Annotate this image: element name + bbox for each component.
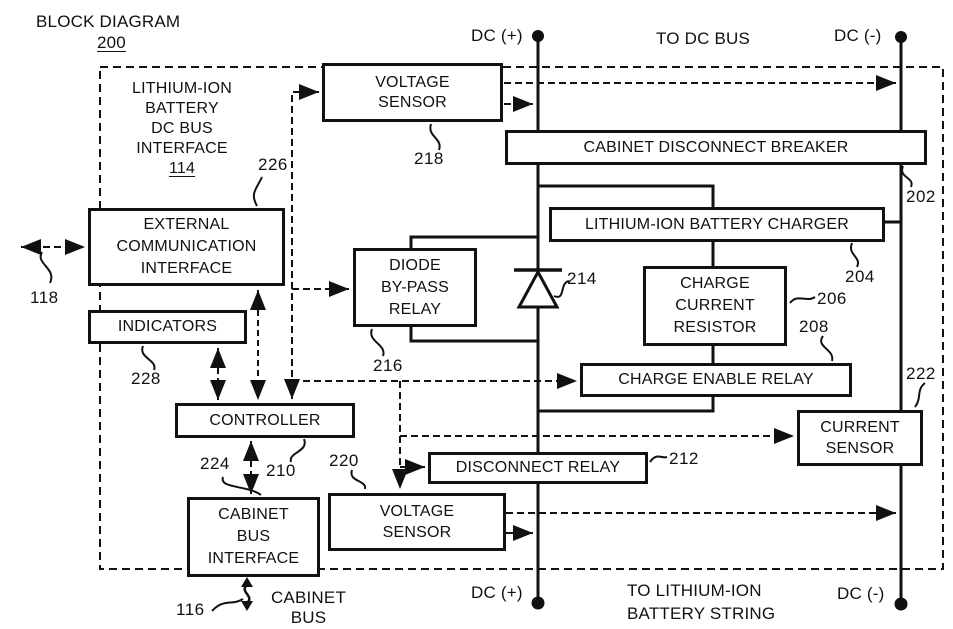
block-label: INTERFACE <box>140 260 233 277</box>
interface-boundary-ref: 114 <box>168 160 196 177</box>
to-dc-bus-label: TO DC BUS <box>656 29 751 48</box>
diode-bypass-relay-block: DIODE BY-PASS RELAY <box>353 248 477 327</box>
charge-enable-relay-block: CHARGE ENABLE RELAY <box>580 363 852 397</box>
ref-202: 202 <box>906 187 936 206</box>
ref-204: 204 <box>845 267 875 286</box>
dc-positive-top-terminal <box>532 30 544 42</box>
block-label: INTERFACE <box>207 550 300 567</box>
ref-228: 228 <box>131 369 161 388</box>
to-battery-string-label: TO LITHIUM-ION BATTERY STRING <box>627 581 776 623</box>
block-label: BY-PASS <box>380 278 450 296</box>
ref-226: 226 <box>258 155 288 174</box>
block-label: RELAY <box>388 300 442 318</box>
dc-positive-bottom-terminal <box>531 596 545 610</box>
block-label: CHARGE <box>680 275 750 292</box>
controller-block: CONTROLLER <box>175 403 355 438</box>
diode-icon <box>514 268 562 309</box>
charge-current-resistor-block: CHARGE CURRENT RESISTOR <box>643 266 787 346</box>
dc-positive-bottom-label: DC (+) <box>471 583 523 602</box>
controller-trunk-line <box>284 84 319 399</box>
external-communication-interface-block: EXTERNAL COMMUNICATION INTERFACE <box>88 208 285 286</box>
block-label: CABINET DISCONNECT BREAKER <box>583 138 849 156</box>
voltage-sensor-bottom-block: VOLTAGE SENSOR <box>328 493 506 551</box>
cabinet-bus-label: CABINET BUS <box>270 588 347 627</box>
lithium-ion-battery-charger-block: LITHIUM-ION BATTERY CHARGER <box>549 207 885 242</box>
disconnect-relay-block: DISCONNECT RELAY <box>428 452 648 484</box>
block-label: CABINET <box>218 506 289 523</box>
block-label: CURRENT <box>675 297 755 314</box>
charger-branch-return <box>538 396 715 413</box>
block-label: VOLTAGE <box>379 503 455 520</box>
charger-branch-top <box>538 184 715 209</box>
dc-negative-bottom-terminal <box>894 597 908 611</box>
cabinet-bus-arrow <box>241 577 253 611</box>
ref-118: 118 <box>30 288 59 307</box>
block-label: SENSOR <box>825 440 895 457</box>
ref-216: 216 <box>373 356 403 375</box>
current-sensor-block: CURRENT SENSOR <box>797 410 923 466</box>
block-label: CHARGE ENABLE RELAY <box>618 371 814 388</box>
dc-negative-top-label: DC (-) <box>834 26 882 45</box>
ref-212: 212 <box>669 449 699 468</box>
block-label: DIODE <box>389 256 441 274</box>
ref-220: 220 <box>329 451 359 470</box>
block-label: EXTERNAL <box>143 216 230 233</box>
block-label: CONTROLLER <box>209 411 321 429</box>
dc-negative-top-terminal <box>895 31 907 43</box>
ref-222: 222 <box>906 364 936 383</box>
block-label: BUS <box>236 528 271 545</box>
indicators-block: INDICATORS <box>88 310 247 344</box>
block-label: COMMUNICATION <box>116 238 257 255</box>
leader-squiggles <box>39 123 926 612</box>
ref-208: 208 <box>799 317 829 336</box>
ref-206: 206 <box>817 289 847 308</box>
block-label: INDICATORS <box>117 318 218 335</box>
block-label: DISCONNECT RELAY <box>455 459 621 476</box>
block-label: VOLTAGE <box>375 73 450 91</box>
block-label: SENSOR <box>382 524 452 541</box>
interface-boundary-label: LITHIUM-ION BATTERY DC BUS INTERFACE 114 <box>104 79 260 179</box>
block-label: RESISTOR <box>673 319 757 336</box>
block-label: CURRENT <box>820 419 900 436</box>
ref-214: 214 <box>567 269 597 288</box>
figure-title: BLOCK DIAGRAM <box>36 12 181 31</box>
voltage-sensor-top-block: VOLTAGE SENSOR <box>322 63 503 122</box>
ref-218: 218 <box>414 149 444 168</box>
ref-210: 210 <box>266 461 296 480</box>
dc-negative-bottom-label: DC (-) <box>837 584 885 603</box>
block-label: LITHIUM-ION BATTERY CHARGER <box>584 215 850 233</box>
figure-title-ref: 200 <box>97 33 126 52</box>
block-label: SENSOR <box>378 93 447 111</box>
cabinet-bus-interface-block: CABINET BUS INTERFACE <box>187 497 320 577</box>
cabinet-disconnect-breaker-block: CABINET DISCONNECT BREAKER <box>505 130 927 165</box>
dc-positive-top-label: DC (+) <box>471 26 523 45</box>
ref-224: 224 <box>200 454 230 473</box>
ref-116: 116 <box>176 600 205 619</box>
